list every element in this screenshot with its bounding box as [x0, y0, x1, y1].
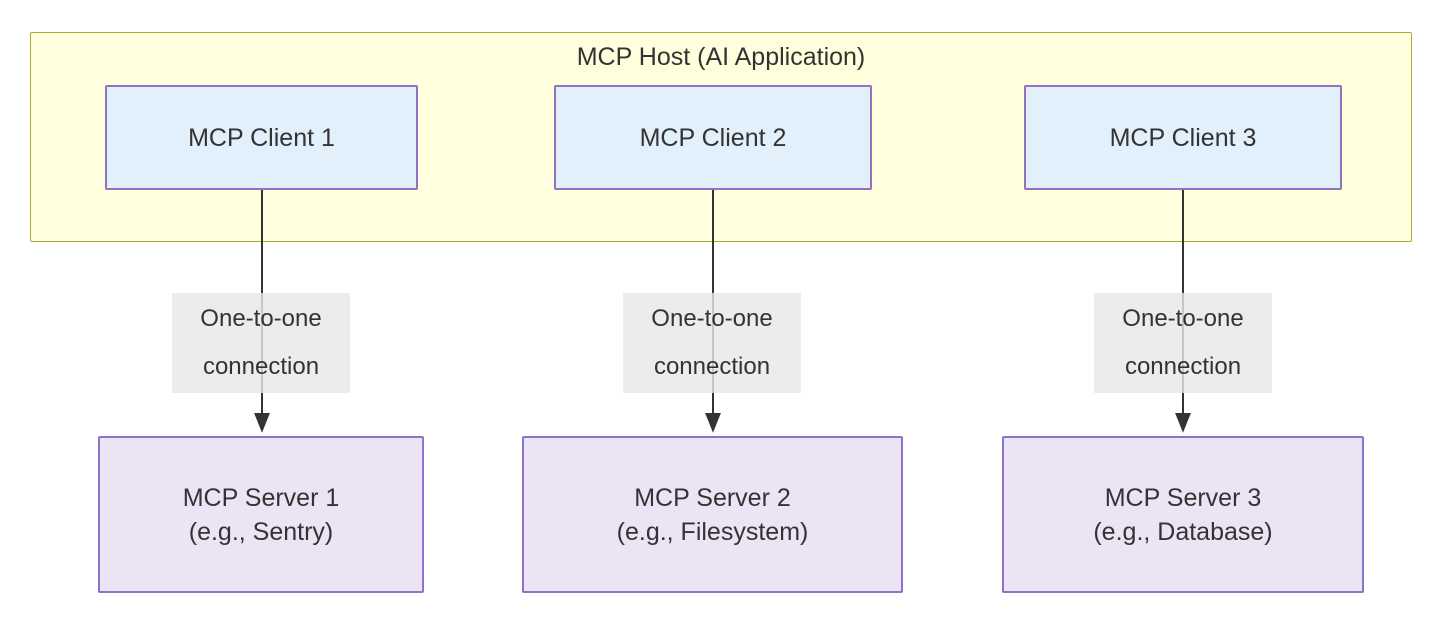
mcp-host-title: MCP Host (AI Application)	[576, 43, 866, 71]
node-mcp-client-1[interactable]: MCP Client 1	[105, 85, 418, 190]
node-label: MCP Client 3	[1109, 123, 1257, 152]
node-label: MCP Client 1	[188, 123, 335, 152]
node-label: MCP Client 2	[639, 123, 787, 152]
edge-label-client1-server1: One-to-one connection	[172, 293, 350, 393]
edge-label-client3-server3: One-to-one connection	[1094, 293, 1272, 393]
node-mcp-server-2[interactable]: MCP Server 2 (e.g., Filesystem)	[522, 436, 903, 593]
node-label: MCP Server 2 (e.g., Filesystem)	[616, 483, 809, 546]
node-mcp-server-1[interactable]: MCP Server 1 (e.g., Sentry)	[98, 436, 424, 593]
node-label: MCP Server 3 (e.g., Database)	[1093, 483, 1273, 546]
node-label: MCP Server 1 (e.g., Sentry)	[182, 483, 340, 546]
node-mcp-client-3[interactable]: MCP Client 3	[1024, 85, 1342, 190]
edge-label-client2-server2: One-to-one connection	[623, 293, 801, 393]
node-mcp-client-2[interactable]: MCP Client 2	[554, 85, 872, 190]
node-mcp-server-3[interactable]: MCP Server 3 (e.g., Database)	[1002, 436, 1364, 593]
